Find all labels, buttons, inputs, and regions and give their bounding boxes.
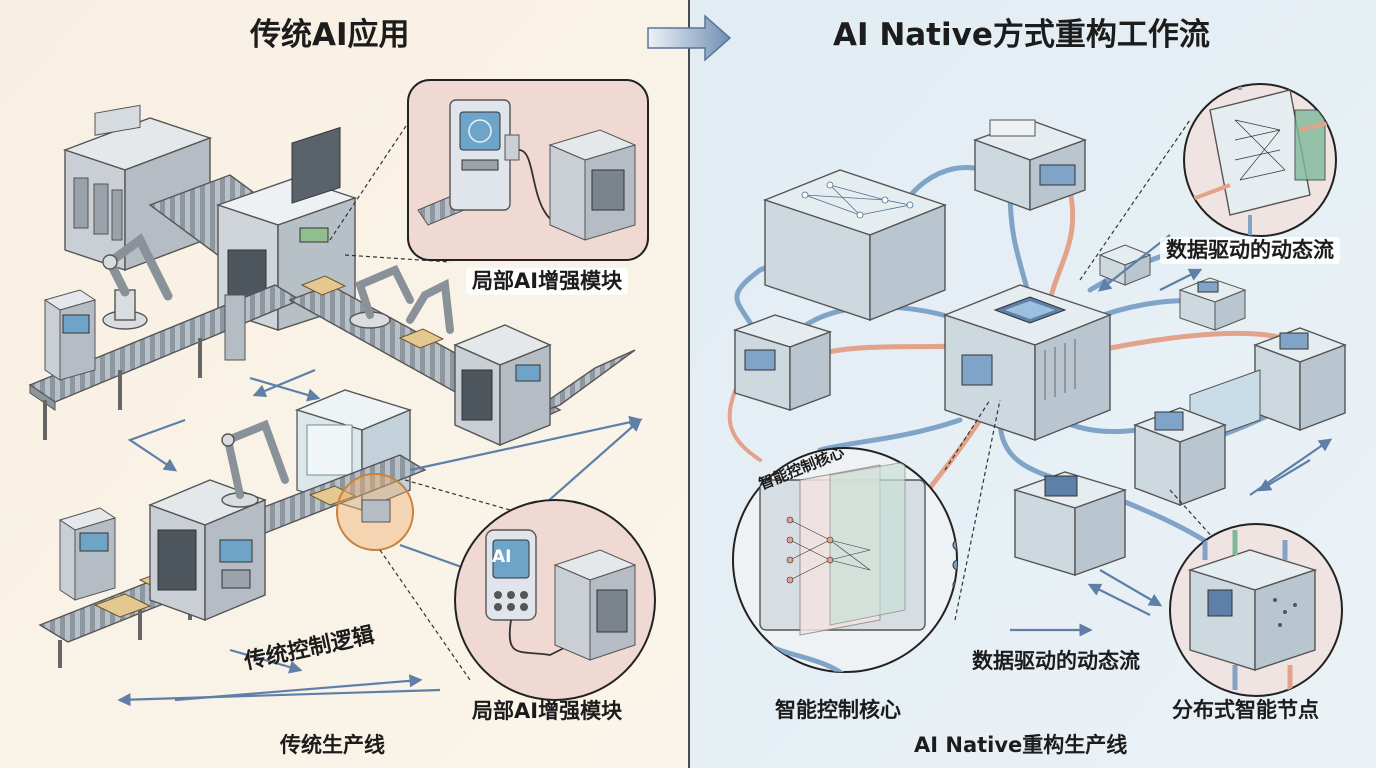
traditional-production-line — [28, 79, 656, 707]
module-lower-center — [1012, 471, 1128, 576]
callout-distributed-node-circle — [1169, 489, 1343, 697]
robot-arm-center — [349, 264, 454, 334]
control-core-caption: 智能控制核心 — [775, 698, 901, 722]
ai-screen-text: AI — [492, 547, 512, 567]
data-flow-label-mid: 数据驱动的动态流 — [972, 649, 1140, 673]
module-central-hub — [942, 284, 1113, 442]
callout-top-label: 局部AI增强模块 — [466, 268, 629, 295]
callout-data-flow-circle — [1079, 83, 1337, 281]
ai-native-line-caption: AI Native重构生产线 — [914, 733, 1128, 757]
module-lower-right — [1133, 407, 1227, 507]
distributed-node-caption: 分布式智能节点 — [1172, 698, 1319, 722]
right-panel-title: AI Native方式重构工作流 — [833, 17, 1210, 53]
callout-top-ai-module — [329, 79, 649, 263]
module-top-center — [972, 119, 1088, 211]
transition-arrow-icon — [647, 14, 732, 62]
robot-arm-left — [102, 233, 173, 330]
callout-bottom-ai-module — [379, 479, 656, 701]
dynamic-flow-arrows — [1010, 234, 1333, 637]
left-panel-title: 传统AI应用 — [250, 17, 410, 53]
control-pole — [224, 294, 246, 361]
robot-arm-lower — [221, 419, 289, 508]
traditional-line-caption: 传统生产线 — [280, 733, 385, 757]
machine-right — [453, 324, 552, 447]
control-terminal-lower — [58, 507, 117, 601]
module-small-upper-right — [1098, 244, 1152, 286]
control-terminal-left — [43, 289, 97, 381]
module-left — [732, 314, 833, 412]
module-right-cylinder — [1189, 327, 1347, 446]
machine-lower-scanner — [148, 479, 267, 622]
callout-bottom-label: 局部AI增强模块 — [472, 699, 623, 723]
module-mid-right — [1178, 277, 1247, 331]
data-flow-label-top: 数据驱动的动态流 — [1160, 237, 1340, 264]
